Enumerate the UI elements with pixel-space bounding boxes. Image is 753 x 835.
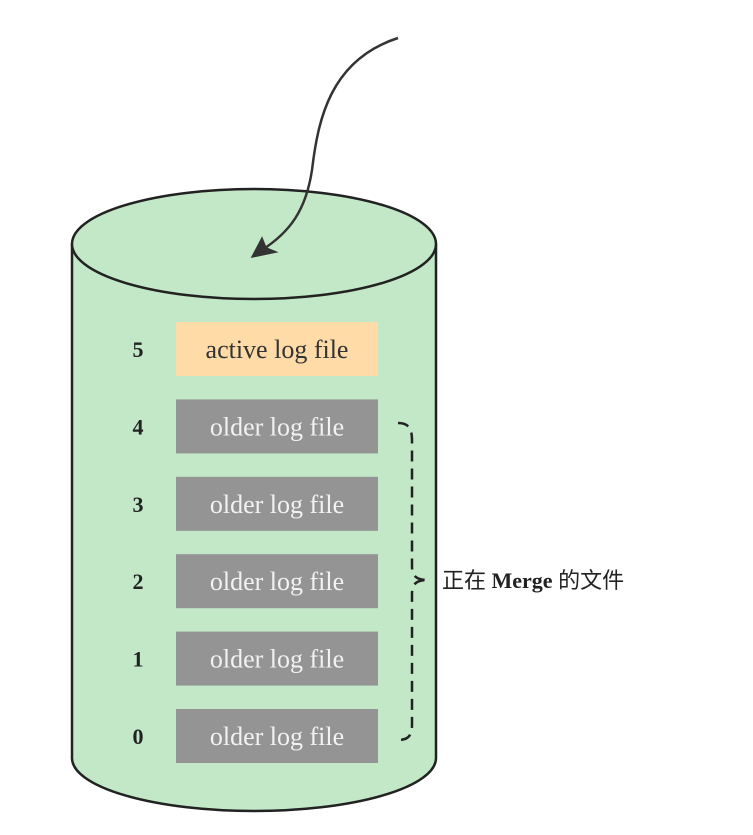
merge-note-prefix: 正在: [442, 568, 492, 593]
log-file-row: 2 older log file: [133, 554, 378, 609]
log-file-stack: 5 active log file 4 older log file 3 older lo…: [133, 322, 378, 763]
log-file-label: older log file: [210, 567, 344, 596]
file-index-label: 3: [133, 492, 144, 517]
merge-note: 正在 Merge 的文件: [442, 568, 624, 593]
older-log-file-block: [176, 476, 378, 531]
log-file-label: active log file: [206, 335, 349, 364]
write-arrow-line: [261, 36, 399, 252]
log-file-label: older log file: [210, 490, 344, 519]
active-log-file-block: [176, 322, 378, 376]
older-log-file-block: [176, 399, 378, 454]
log-file-row: 1 older log file: [133, 631, 378, 686]
file-index-label: 0: [133, 724, 144, 749]
log-file-row: 5 active log file: [133, 322, 378, 376]
older-log-file-block: [176, 631, 378, 686]
file-index-label: 1: [133, 647, 144, 672]
log-file-row: 3 older log file: [133, 476, 378, 531]
file-index-label: 2: [133, 569, 144, 594]
cylinder-top: [70, 187, 438, 301]
older-log-file-block: [176, 554, 378, 609]
log-file-label: older log file: [210, 412, 344, 441]
log-file-row: 4 older log file: [133, 399, 378, 454]
log-file-label: older log file: [210, 722, 344, 751]
merge-note-suffix: 的文件: [553, 568, 625, 593]
older-log-file-block: [176, 709, 378, 763]
log-file-row: 0 older log file: [133, 709, 378, 763]
merge-note-bold: Merge: [492, 568, 553, 593]
file-index-label: 5: [133, 337, 144, 362]
write-arrow-head: [250, 236, 279, 259]
log-file-label: older log file: [210, 645, 344, 674]
file-index-label: 4: [133, 414, 144, 439]
